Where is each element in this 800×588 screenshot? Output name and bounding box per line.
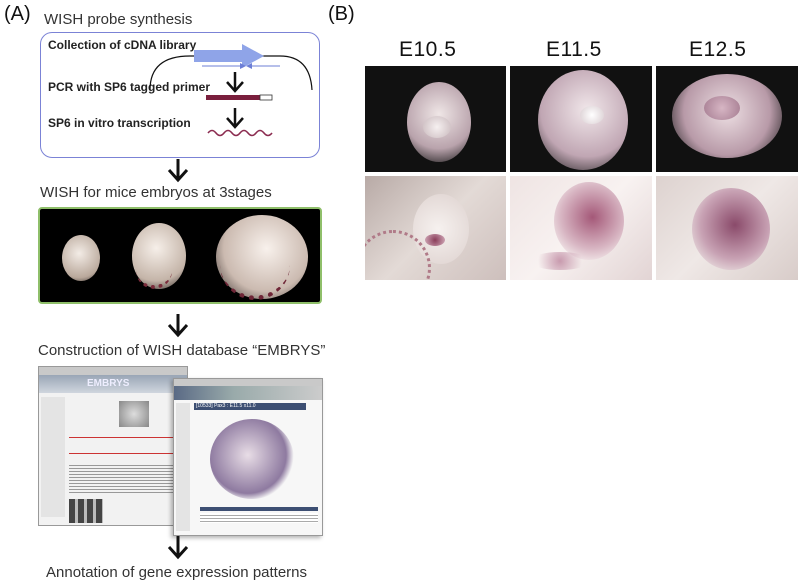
rna-transcript-wave xyxy=(207,129,273,137)
limb-closeup-e10-5 xyxy=(365,176,506,280)
embryo-photo-e10-5 xyxy=(365,66,506,172)
down-arrow-icon xyxy=(167,159,189,183)
embryo-photo-e12-5 xyxy=(656,66,798,172)
wish-heading: WISH for mice embryos at 3stages xyxy=(40,184,272,201)
panel-b-label: (B) xyxy=(328,3,355,25)
stage-label-e11-5: E11.5 xyxy=(546,38,602,61)
cdna-insert-arrow xyxy=(194,44,264,68)
panel-a-label: (A) xyxy=(4,3,31,25)
embryo-strip-image xyxy=(38,207,322,304)
down-arrow-icon xyxy=(226,72,244,93)
down-arrow-icon xyxy=(167,536,189,560)
step-cdna-collection: Collection of cDNA library xyxy=(48,38,197,52)
step-transcription: SP6 in vitro transcription xyxy=(48,116,191,130)
probe-synthesis-heading: WISH probe synthesis xyxy=(44,11,193,28)
annotation-heading: Annotation of gene expression patterns xyxy=(46,564,308,581)
cdna-vector-diagram xyxy=(149,44,313,91)
embrys-gene-page-screenshot: [10533] Pax3 : E11.5 x11.0 xyxy=(173,378,323,536)
pcr-product-bar xyxy=(206,94,273,101)
stage-label-e12-5: E12.5 xyxy=(689,38,747,61)
step-pcr: PCR with SP6 tagged primer xyxy=(48,80,211,94)
gene-title-bar: [10533] Pax3 : E11.5 x11.0 xyxy=(194,403,306,410)
probe-synthesis-box xyxy=(40,32,320,158)
embryo-photo-e11-5 xyxy=(510,66,652,172)
limb-closeup-e12-5 xyxy=(656,176,798,280)
down-arrow-icon xyxy=(226,108,244,129)
stage-label-e10-5: E10.5 xyxy=(399,38,457,61)
limb-closeup-e11-5 xyxy=(510,176,652,280)
embrys-logo-text: EMBRYS xyxy=(87,378,130,389)
embrys-home-screenshot: EMBRYS xyxy=(38,366,188,526)
database-heading: Construction of WISH database “EMBRYS” xyxy=(38,342,326,359)
down-arrow-icon xyxy=(167,314,189,338)
